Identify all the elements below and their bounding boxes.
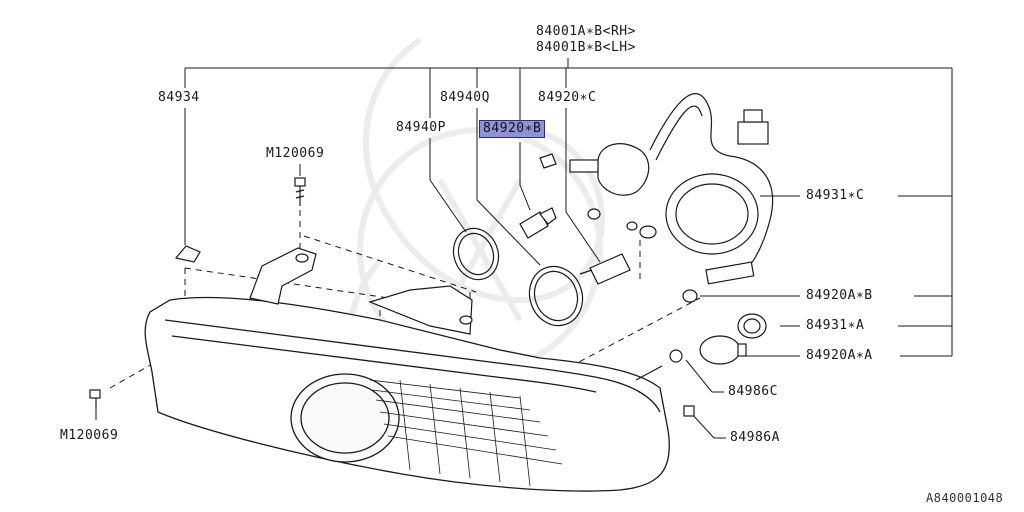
socket-84931a xyxy=(737,313,767,339)
highlighted-part-label[interactable]: 84920∗B xyxy=(479,120,546,138)
part-label-84986c: 84986C xyxy=(728,384,778,399)
grommet-84986a xyxy=(683,405,695,417)
screw-m120069-top xyxy=(294,177,306,206)
screw-m120069-bottom xyxy=(89,389,101,408)
part-label-84931a: 84931∗A xyxy=(806,318,865,333)
screw-label-top: M120069 xyxy=(266,146,325,161)
o-ring-84940p xyxy=(452,227,500,281)
lens-grille xyxy=(369,379,563,487)
part-label-84931c: 84931∗C xyxy=(806,188,865,203)
headlamp-housing xyxy=(144,296,670,492)
grommet-84986c xyxy=(635,349,683,381)
part-label-84934: 84934 xyxy=(158,90,200,105)
part-label-84920aa: 84920A∗A xyxy=(806,348,873,363)
bulb-84920b xyxy=(519,153,557,239)
part-label-84940q: 84940Q xyxy=(440,90,490,105)
mounting-bracket xyxy=(249,247,473,335)
bulb-84920ab xyxy=(682,289,698,303)
assembly-leader-lines xyxy=(95,58,953,439)
figure-id: A840001048 xyxy=(926,491,1004,505)
bulb-84920c xyxy=(579,253,631,285)
part-label-84986a: 84986A xyxy=(730,430,780,445)
o-ring-84940q xyxy=(528,265,584,327)
part-label-84940p: 84940P xyxy=(396,120,446,135)
part-label-84920c: 84920∗C xyxy=(538,90,597,105)
bulb-84920aa xyxy=(699,335,747,365)
screw-label-bottom: M120069 xyxy=(60,428,119,443)
clip-84934 xyxy=(174,245,201,263)
socket-harness-84931c xyxy=(569,93,774,285)
assembly-label-lh: 84001B∗B<LH> xyxy=(536,40,636,55)
assembly-label-rh: 84001A∗B<RH> xyxy=(536,24,636,39)
part-label-84920ab: 84920A∗B xyxy=(806,288,873,303)
